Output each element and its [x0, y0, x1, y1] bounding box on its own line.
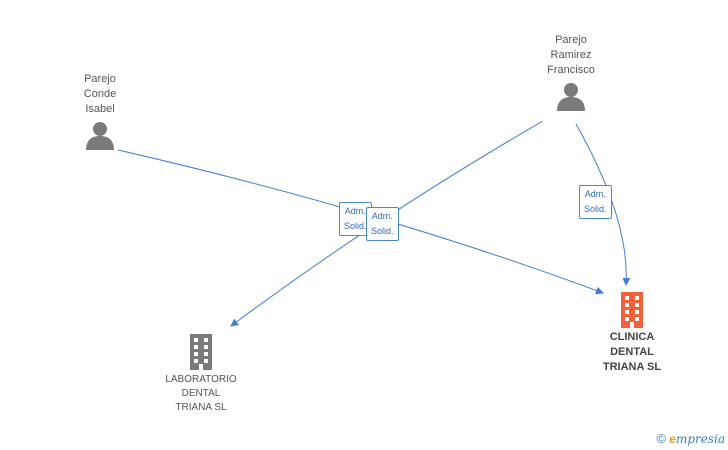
company-label: CLINICA DENTAL TRIANA SL — [602, 331, 662, 373]
edge-label-ramirez-clinica[interactable]: Adm. Solid. — [579, 185, 612, 219]
brand-initial: e — [669, 432, 676, 446]
person-icon — [86, 122, 114, 150]
person-label: Parejo Ramirez Francisco — [547, 34, 595, 76]
company-node-clinica-dental-triana[interactable]: CLINICA DENTAL TRIANA SL — [582, 292, 682, 375]
building-icon — [621, 292, 643, 328]
empresia-logo: © empresia — [656, 431, 725, 446]
person-node-parejo-conde-isabel[interactable]: Parejo Conde Isabel — [60, 72, 140, 150]
edge-label-ramirez-laboratorio[interactable]: Adm. Solid. — [366, 207, 399, 241]
company-label: LABORATORIO DENTAL TRIANA SL — [165, 374, 237, 413]
building-icon — [190, 334, 212, 370]
edge-ramirez-to-clinica[interactable] — [575, 123, 631, 286]
company-node-laboratorio-dental-triana[interactable]: LABORATORIO DENTAL TRIANA SL — [151, 334, 251, 415]
person-node-parejo-ramirez-francisco[interactable]: Parejo Ramirez Francisco — [526, 33, 616, 111]
brand-name: mpresia — [675, 432, 725, 446]
person-label: Parejo Conde Isabel — [83, 73, 117, 115]
copyright-symbol: © — [656, 431, 666, 446]
person-icon — [557, 83, 585, 111]
